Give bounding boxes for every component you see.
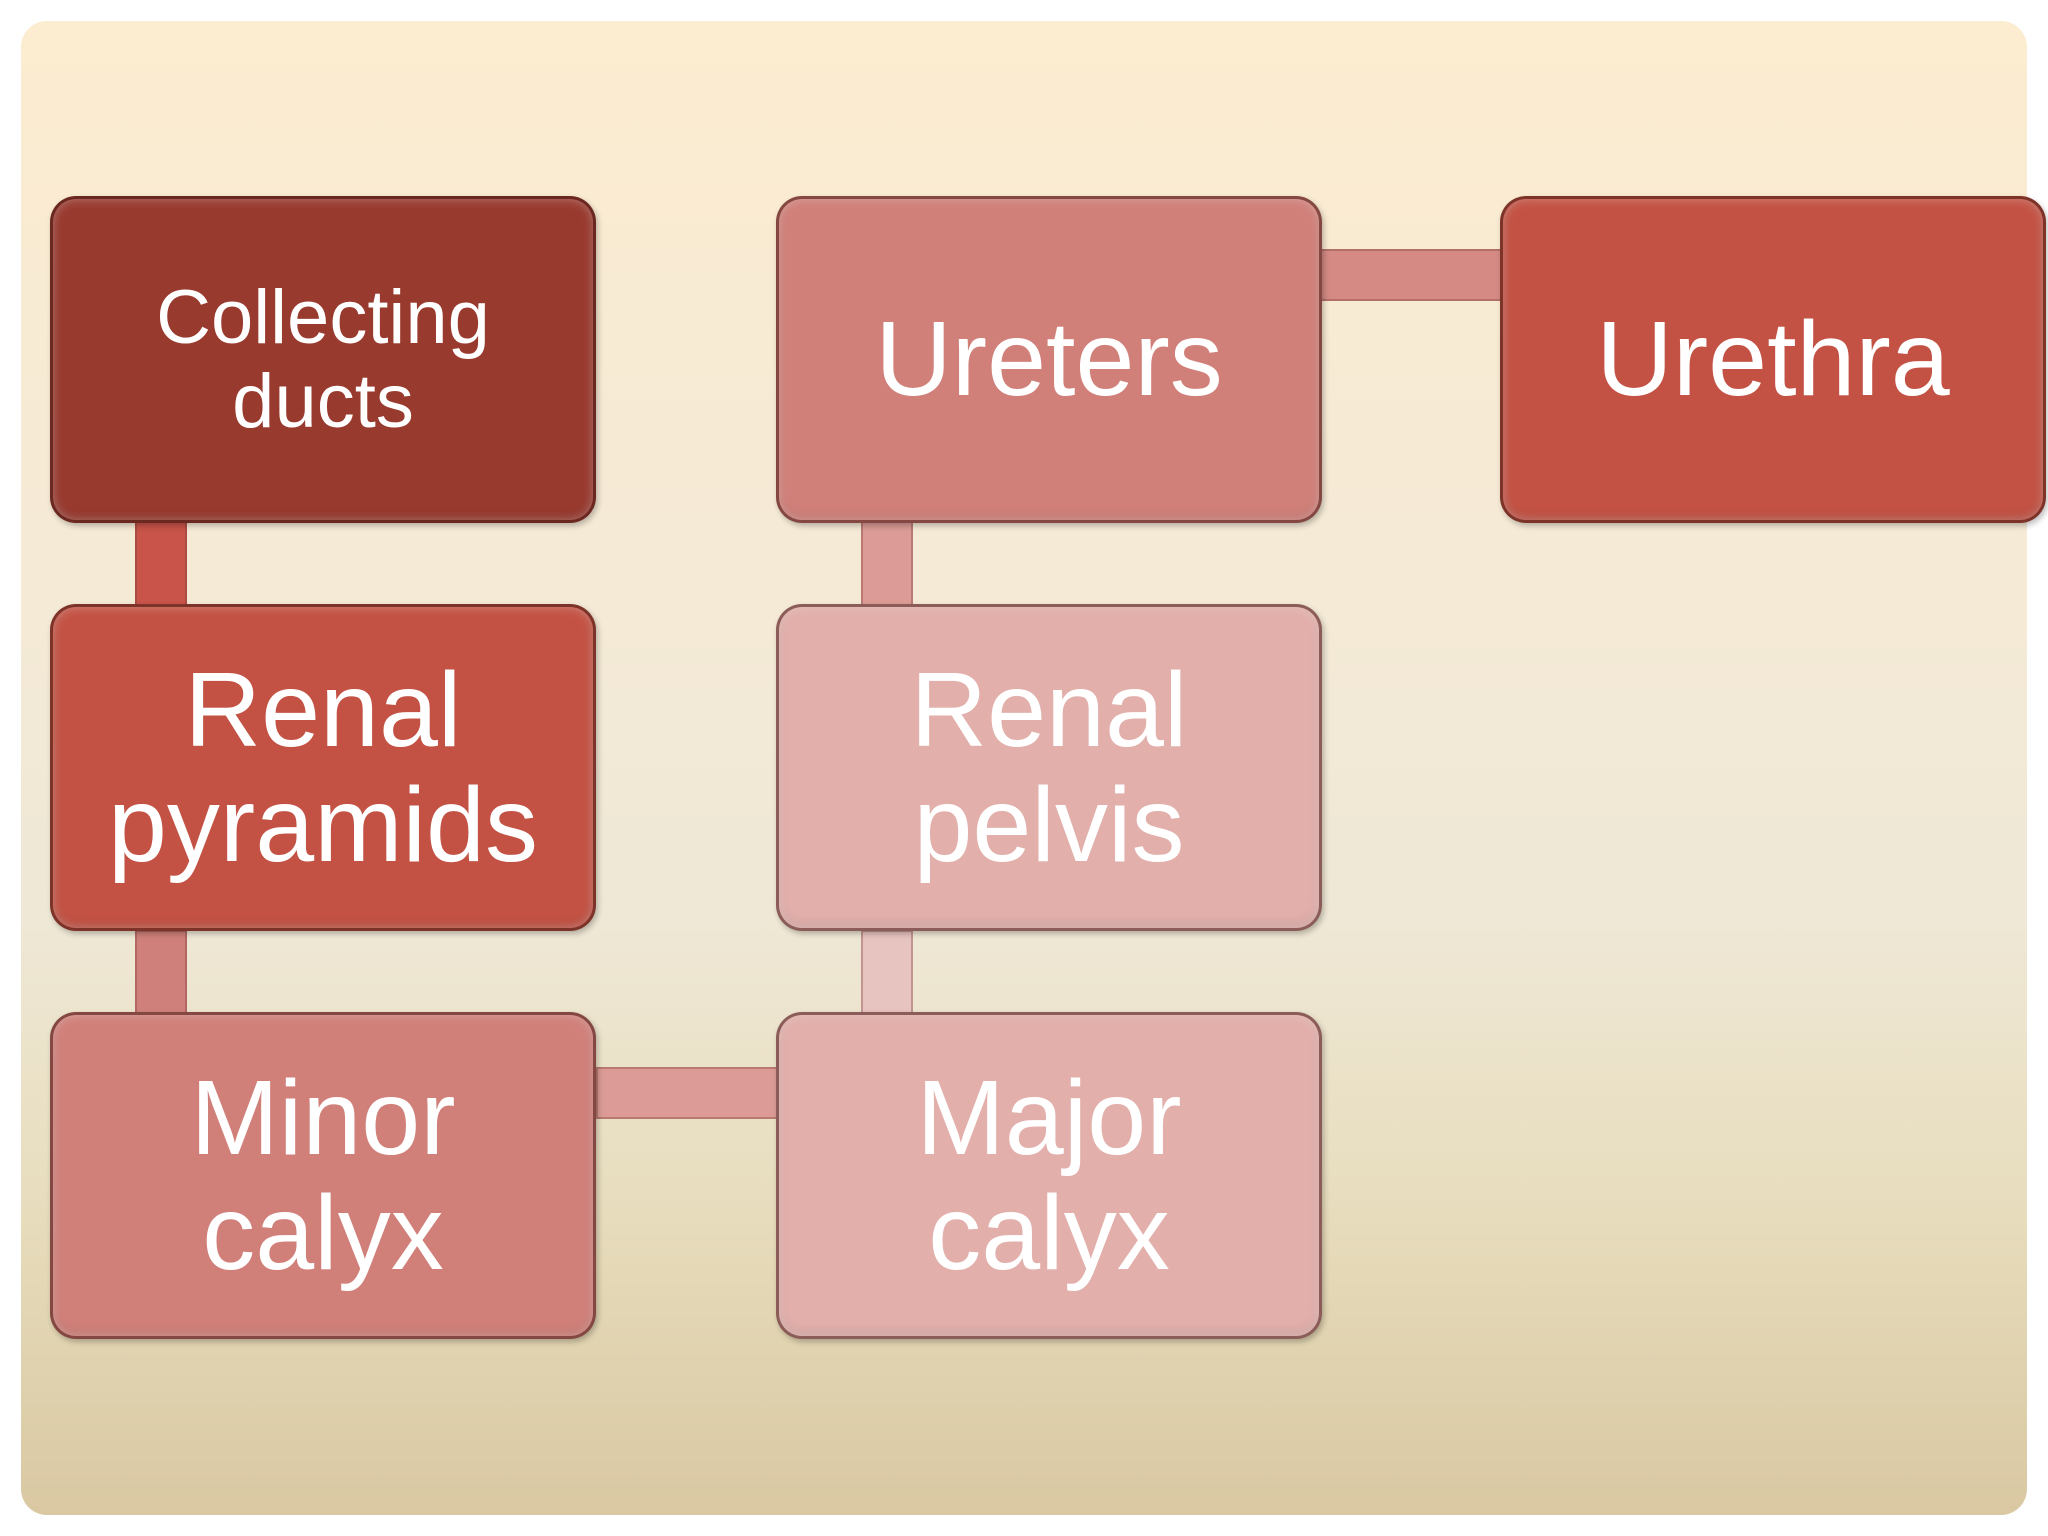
node-label-urethra: Urethra: [1596, 300, 1950, 419]
node-label-renal-pyramids: Renal pyramids: [107, 651, 538, 884]
node-renal-pyramids: Renal pyramids: [50, 604, 596, 931]
node-urethra: Urethra: [1500, 196, 2046, 523]
node-label-ureters: Ureters: [875, 300, 1223, 419]
connector-renal-pyramids-minor-calyx: [135, 930, 187, 1020]
connector-collecting-ducts-renal-pyramids: [135, 520, 187, 610]
connector-renal-pelvis-ureters: [861, 520, 913, 610]
connector-major-calyx-renal-pelvis: [861, 930, 913, 1020]
node-major-calyx: Major calyx: [776, 1012, 1322, 1339]
connector-ureters-urethra: [1320, 249, 1502, 301]
node-collecting-ducts: Collecting ducts: [50, 196, 596, 523]
node-label-renal-pelvis: Renal pelvis: [910, 651, 1188, 884]
node-label-minor-calyx: Minor calyx: [190, 1059, 456, 1292]
node-label-collecting-ducts: Collecting ducts: [156, 274, 490, 444]
connector-minor-calyx-major-calyx: [596, 1067, 778, 1119]
node-minor-calyx: Minor calyx: [50, 1012, 596, 1339]
node-renal-pelvis: Renal pelvis: [776, 604, 1322, 931]
node-ureters: Ureters: [776, 196, 1322, 523]
node-label-major-calyx: Major calyx: [916, 1059, 1182, 1292]
